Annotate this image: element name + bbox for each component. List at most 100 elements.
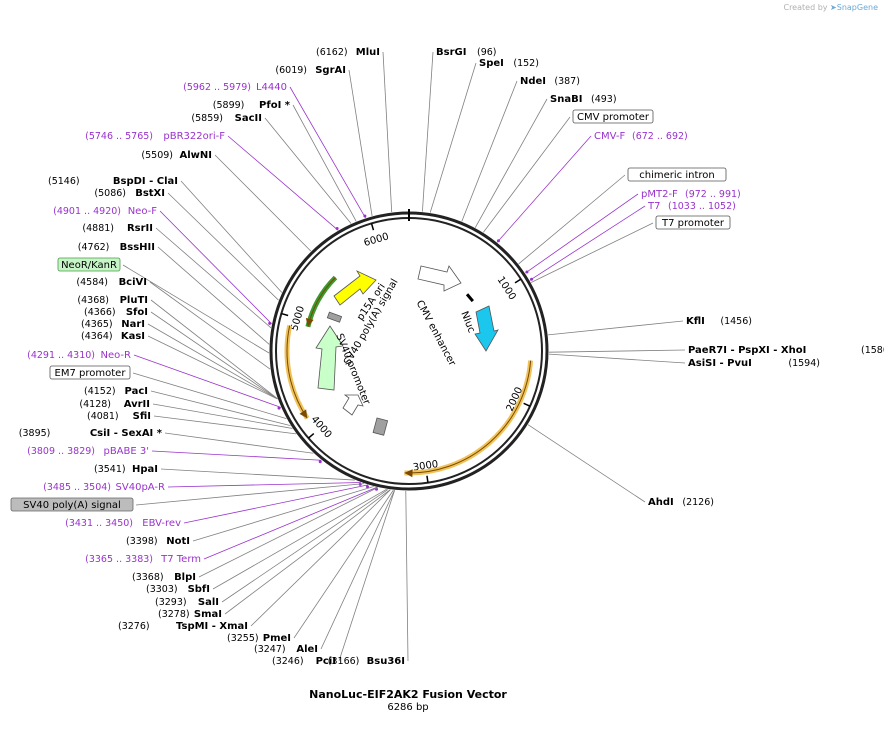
label-position: (4881)	[82, 223, 114, 234]
map-label-pbr322ori-f: pBR322ori-F(5746 .. 5765)	[85, 131, 225, 142]
map-label-avrii: AvrII(4128)	[79, 399, 150, 410]
map-label-rsrii: RsrII (4881)	[82, 223, 153, 234]
leader-line	[159, 210, 272, 325]
feature-label-text: SV40 poly(A) signal	[23, 500, 121, 511]
label-name: SacII	[235, 113, 262, 124]
map-label-sv40-poly-a-signal: SV40 poly(A) signal	[10, 497, 134, 512]
cmv-enhancer-arrow	[417, 265, 462, 292]
gray-box-feature	[372, 417, 389, 436]
label-position: (3809 .. 3829)	[27, 446, 95, 457]
label-name: RsrII	[127, 223, 153, 234]
leader-line	[429, 62, 477, 213]
sv40-promoter-arrow	[315, 325, 344, 391]
leader-line	[227, 135, 339, 231]
map-label-nari: NarI(4365)	[81, 319, 145, 330]
leader-line	[212, 488, 387, 590]
label-name: AsiSI - PvuI	[688, 358, 752, 369]
label-position: (493)	[591, 94, 617, 105]
feature-arc-core	[286, 325, 308, 419]
leader-line	[150, 390, 291, 427]
map-label-bstxi: BstXI(5086)	[94, 188, 165, 199]
label-position: (1594)	[788, 358, 820, 369]
leader-line	[151, 450, 322, 461]
leader-line	[320, 490, 395, 650]
label-name: KasI	[121, 331, 145, 342]
map-label-tspmi-xmai: TspMI - XmaI(3276)	[118, 621, 248, 632]
label-position: (5859)	[191, 113, 223, 124]
feature-label-box	[572, 109, 654, 124]
leader-line	[147, 335, 278, 400]
label-name: T7	[647, 201, 660, 212]
inner-label-nluc: Nluc	[458, 310, 476, 335]
label-name: NdeI	[520, 76, 546, 87]
leader-line	[150, 299, 278, 399]
tick-mark	[523, 402, 531, 407]
label-name: L4440	[256, 82, 287, 93]
leader-line	[338, 490, 395, 662]
map-label-t7-promoter: T7 promoter	[655, 215, 731, 230]
label-position: (3276)	[118, 621, 150, 632]
label-name: NotI	[166, 536, 190, 547]
label-position: (1580)	[861, 345, 884, 356]
plasmid-name: NanoLuc-EIF2AK2 Fusion Vector	[309, 688, 507, 701]
label-name: SpeI	[479, 58, 504, 69]
map-label-alwni: AlwNI(5509)	[141, 150, 212, 161]
leader-line	[496, 135, 592, 243]
map-label-bsshii: BssHII(4762)	[78, 242, 155, 253]
label-name: pMT2-F	[641, 189, 678, 200]
plasmid-length: 6286 bp	[387, 702, 429, 713]
leader-line	[122, 264, 270, 354]
feature-label-text: chimeric intron	[639, 170, 714, 181]
map-label-sgrai: SgrAI(6019)	[275, 65, 346, 76]
map-label-asisi-pvui: AsiSI - PvuI (1594)	[688, 358, 820, 369]
map-label-paer7i-pspxi-xhoi: PaeR7I - PspXI - XhoI(1580)	[688, 345, 884, 356]
map-label-neo-f: Neo-F(4901 .. 4920)	[53, 206, 157, 217]
primer-marker	[277, 406, 281, 410]
feature-label-box	[57, 257, 121, 272]
leader-line	[348, 69, 373, 217]
tick-label: 4000	[308, 414, 333, 440]
leader-line	[250, 489, 391, 627]
leader-line	[192, 486, 374, 542]
label-position: (3303)	[146, 584, 178, 595]
leader-line	[214, 154, 312, 252]
tick-label: 1000	[495, 275, 518, 302]
label-position: (3368)	[132, 572, 164, 583]
label-name: PluTI	[120, 295, 148, 306]
leader-line	[548, 349, 686, 353]
label-name: SfoI	[126, 307, 148, 318]
leader-line	[518, 174, 626, 265]
feature-arrowhead	[299, 409, 308, 419]
feature-label-box	[49, 365, 131, 380]
label-name: HpaI	[132, 464, 158, 475]
leader-line	[132, 372, 287, 420]
map-label-sacii: SacII (5859)	[191, 113, 262, 124]
map-label-pcii: PciI(3246)	[272, 656, 336, 667]
feature-arc	[284, 324, 310, 420]
leader-line	[183, 484, 369, 524]
label-name: PacI	[125, 386, 148, 397]
feature-arc-core	[404, 360, 532, 474]
map-label-pluti: PluTI(4368)	[77, 295, 148, 306]
map-label-alei: AleI(3247)	[254, 644, 318, 655]
map-label-sfii: SfiI(4081)	[87, 411, 151, 422]
backbone-outer	[269, 211, 549, 491]
p15a-ori-arrow	[333, 270, 377, 306]
label-name: AleI	[296, 644, 318, 655]
label-position: (5962 .. 5979)	[183, 82, 251, 93]
label-position: (387)	[554, 76, 580, 87]
tick-mark	[514, 278, 522, 284]
label-position: (3166)	[328, 656, 360, 667]
label-position: (5086)	[94, 188, 126, 199]
leader-line	[221, 489, 389, 603]
leader-line	[167, 482, 361, 488]
leader-line	[155, 227, 272, 329]
label-position: (3246)	[272, 656, 304, 667]
leader-line	[529, 205, 646, 281]
label-name: AhdI	[648, 497, 674, 508]
label-position: (4901 .. 4920)	[53, 206, 121, 217]
feature-label-box	[655, 215, 731, 230]
map-label-sfoi: SfoI(4366)	[84, 307, 148, 318]
label-position: (5509)	[141, 150, 173, 161]
tick-mark	[426, 475, 429, 483]
